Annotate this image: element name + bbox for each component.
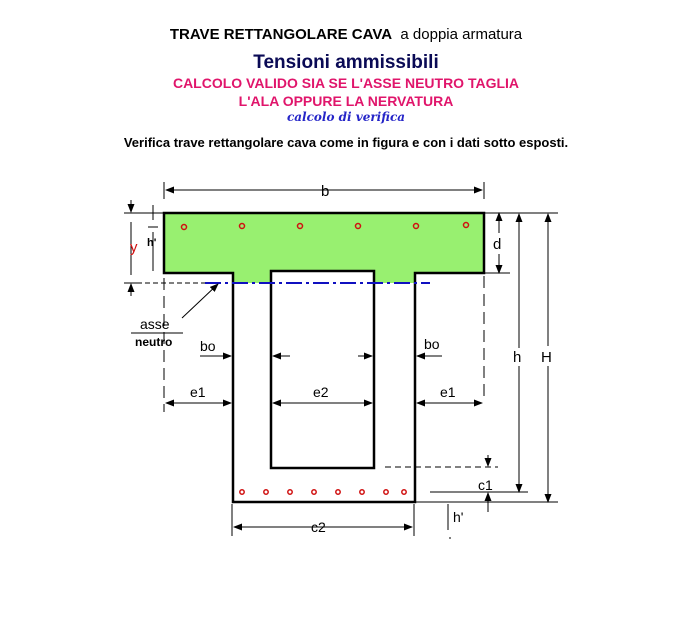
asse-neutro-leader [181,283,219,319]
label-e2: e2 [313,384,329,400]
label-y: y [130,239,138,256]
label-c2: c2 [311,519,326,535]
label-e1-left: e1 [190,384,206,400]
label-bo-right: bo [424,336,440,352]
rebar-bottom [359,489,365,495]
label-d: d [493,236,501,253]
rebar-bottom [239,489,245,495]
label-b: b [321,183,329,200]
page-title: TRAVE RETTANGOLARE CAVA a doppia armatur… [0,26,692,43]
rebar-top [180,223,188,231]
dimension-h [500,212,528,493]
rebar-bottom [311,489,317,495]
validity-note: CALCOLO VALIDO SIA SE L'ASSE NEUTRO TAGL… [0,74,692,110]
bottom-rebars [239,489,407,495]
dimension-c2 [231,504,415,536]
rebar-bottom [383,489,389,495]
dimension-e1-left [163,278,232,412]
subtitle: Tensioni ammissibili [253,52,439,73]
rebar-bottom [263,489,269,495]
rebar-top [296,222,304,230]
instruction-text: Verifica trave rettangolare cava come in… [123,135,569,150]
top-rebars [180,221,470,231]
rebar-top [412,222,420,230]
flange [164,213,484,273]
dimension-H [415,212,558,503]
label-asse: asse [140,316,170,332]
label-h-prime-bottom: h' [453,509,463,525]
title-secondary: a doppia armatura [400,26,523,43]
label-e1-right: e1 [440,384,456,400]
validity-line-1: CALCOLO VALIDO SIA SE L'ASSE NEUTRO TAGL… [172,75,520,91]
rebar-top [462,221,470,229]
dimension-b [163,182,485,199]
validity-line-2: L'ALA OPPURE LA NERVATURA [238,93,454,109]
label-h-prime-top: h' [147,237,157,249]
dimension-h-prime-top [148,205,158,271]
rebar-top [238,222,246,230]
label-H: H [541,349,552,366]
dimension-c1 [385,455,500,512]
label-h: h [513,349,521,366]
rebar-bottom [401,489,407,495]
label-neutro: neutro [135,335,172,349]
rebar-bottom [287,489,293,495]
web-left-top [233,271,271,283]
label-c1: c1 [478,477,493,493]
dimension-h-prime-bottom [447,504,451,539]
dimension-d [484,212,510,274]
calc-note: calcolo di verifica [286,110,406,124]
rebar-bottom [335,489,341,495]
inner-void [269,269,376,470]
label-bo-left: bo [200,338,216,354]
rebar-top [354,222,362,230]
title-main: TRAVE RETTANGOLARE CAVA [169,26,393,43]
web-right-top [374,271,415,283]
